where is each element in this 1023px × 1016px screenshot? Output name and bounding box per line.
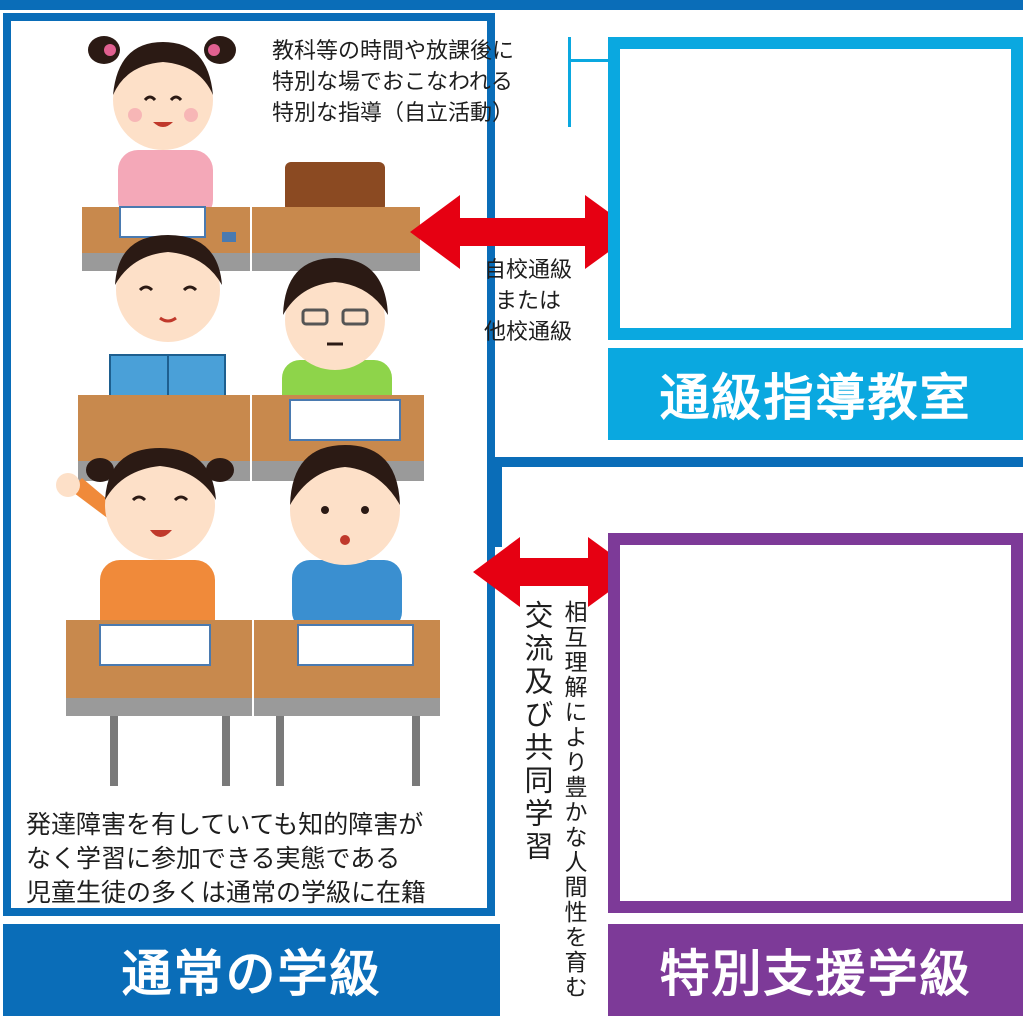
resource-room-label: 通級指導教室 <box>659 369 972 427</box>
top-bar <box>0 0 1023 10</box>
regular-class-label-box: 通常の学級 <box>3 924 500 1016</box>
resource-arrow-label: 自校通級 または 他校通級 <box>458 255 598 348</box>
exchange-learning-label: 交流及び共同学習 <box>520 600 554 864</box>
student-boy-glasses <box>282 258 392 420</box>
note-bracket-line <box>568 37 571 127</box>
resource-room-frame <box>608 37 1023 340</box>
arrow-label-line: 自校通級 <box>483 258 572 283</box>
special-class-label-box: 特別支援学級 <box>608 924 1023 1016</box>
student-girl-top <box>88 36 236 220</box>
resource-room-note: 教科等の時間や放課後に 特別な場でおこなわれる 特別な指導（自立活動） <box>272 36 572 129</box>
resource-room-note-line: 教科等の時間や放課後に <box>272 39 515 64</box>
mutual-understanding-label: 相互理解により豊かな人間性を育む <box>560 600 586 1000</box>
resource-room-label-box: 通級指導教室 <box>608 348 1023 440</box>
regular-class-note-line: なく学習に参加できる実態である <box>26 844 401 873</box>
double-arrow-special <box>473 537 636 607</box>
resource-room-note-line: 特別な指導（自立活動） <box>272 101 515 126</box>
note-connector-line <box>568 59 614 62</box>
double-arrow-resource <box>410 195 636 269</box>
special-class-label: 特別支援学級 <box>659 945 972 1003</box>
regular-class-note: 発達障害を有していても知的障害が なく学習に参加できる実態である 児童生徒の多く… <box>26 808 486 910</box>
student-boy-thinking <box>290 445 402 630</box>
special-class-frame <box>608 533 1023 913</box>
arrow-label-line: 他校通級 <box>483 320 572 345</box>
regular-class-note-line: 児童生徒の多くは通常の学級に在籍 <box>26 878 427 907</box>
regular-class-label: 通常の学級 <box>121 945 382 1003</box>
classroom-illustration <box>56 36 440 786</box>
regular-class-note-line: 発達障害を有していても知的障害が <box>26 810 424 839</box>
resource-room-note-line: 特別な場でおこなわれる <box>272 70 513 95</box>
arrow-label-line: または <box>494 289 561 314</box>
special-class-connector-outline <box>492 457 1023 547</box>
